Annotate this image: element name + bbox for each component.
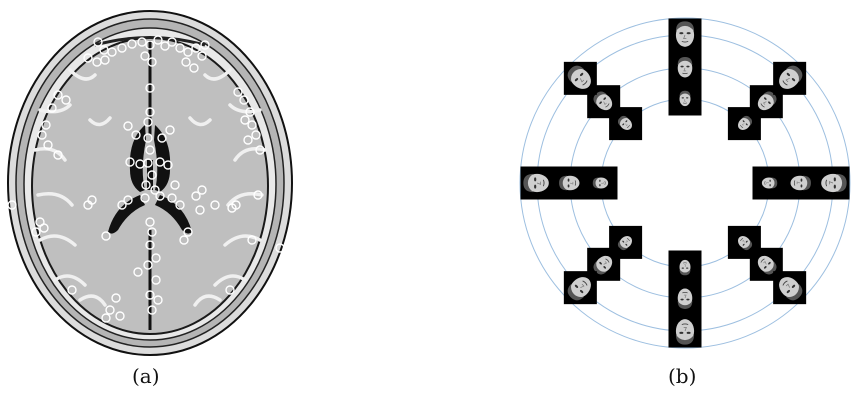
panel-b-rings xyxy=(520,18,850,348)
face-icon xyxy=(680,260,691,275)
thumbnail-layer xyxy=(521,19,850,348)
face-icon xyxy=(791,176,811,191)
face-icon xyxy=(559,176,579,191)
face-thumbnail xyxy=(669,52,702,85)
face-thumbnail xyxy=(669,251,702,284)
face-thumbnail xyxy=(784,167,817,200)
face-thumbnail xyxy=(753,167,786,200)
face-icon xyxy=(678,57,693,77)
face-thumbnail xyxy=(669,282,702,315)
face-thumbnail xyxy=(817,167,850,200)
caption-a: (a) xyxy=(132,364,160,388)
face-icon xyxy=(680,91,691,106)
face-icon xyxy=(523,174,548,192)
panel-a-brain xyxy=(8,11,292,355)
face-icon xyxy=(676,319,694,344)
face-thumbnail xyxy=(521,167,554,200)
face-thumbnail xyxy=(564,271,597,304)
face-icon xyxy=(593,178,608,189)
face-thumbnail xyxy=(773,62,806,95)
caption-b: (b) xyxy=(668,364,696,388)
face-thumbnail xyxy=(669,83,702,116)
face-icon xyxy=(762,178,777,189)
face-thumbnail xyxy=(669,315,702,348)
face-thumbnail xyxy=(773,271,806,304)
face-icon xyxy=(678,289,693,309)
face-icon xyxy=(676,21,694,46)
face-thumbnail xyxy=(554,167,587,200)
face-thumbnail xyxy=(585,167,618,200)
face-thumbnail xyxy=(564,62,597,95)
face-icon xyxy=(821,174,846,192)
face-thumbnail xyxy=(669,19,702,52)
